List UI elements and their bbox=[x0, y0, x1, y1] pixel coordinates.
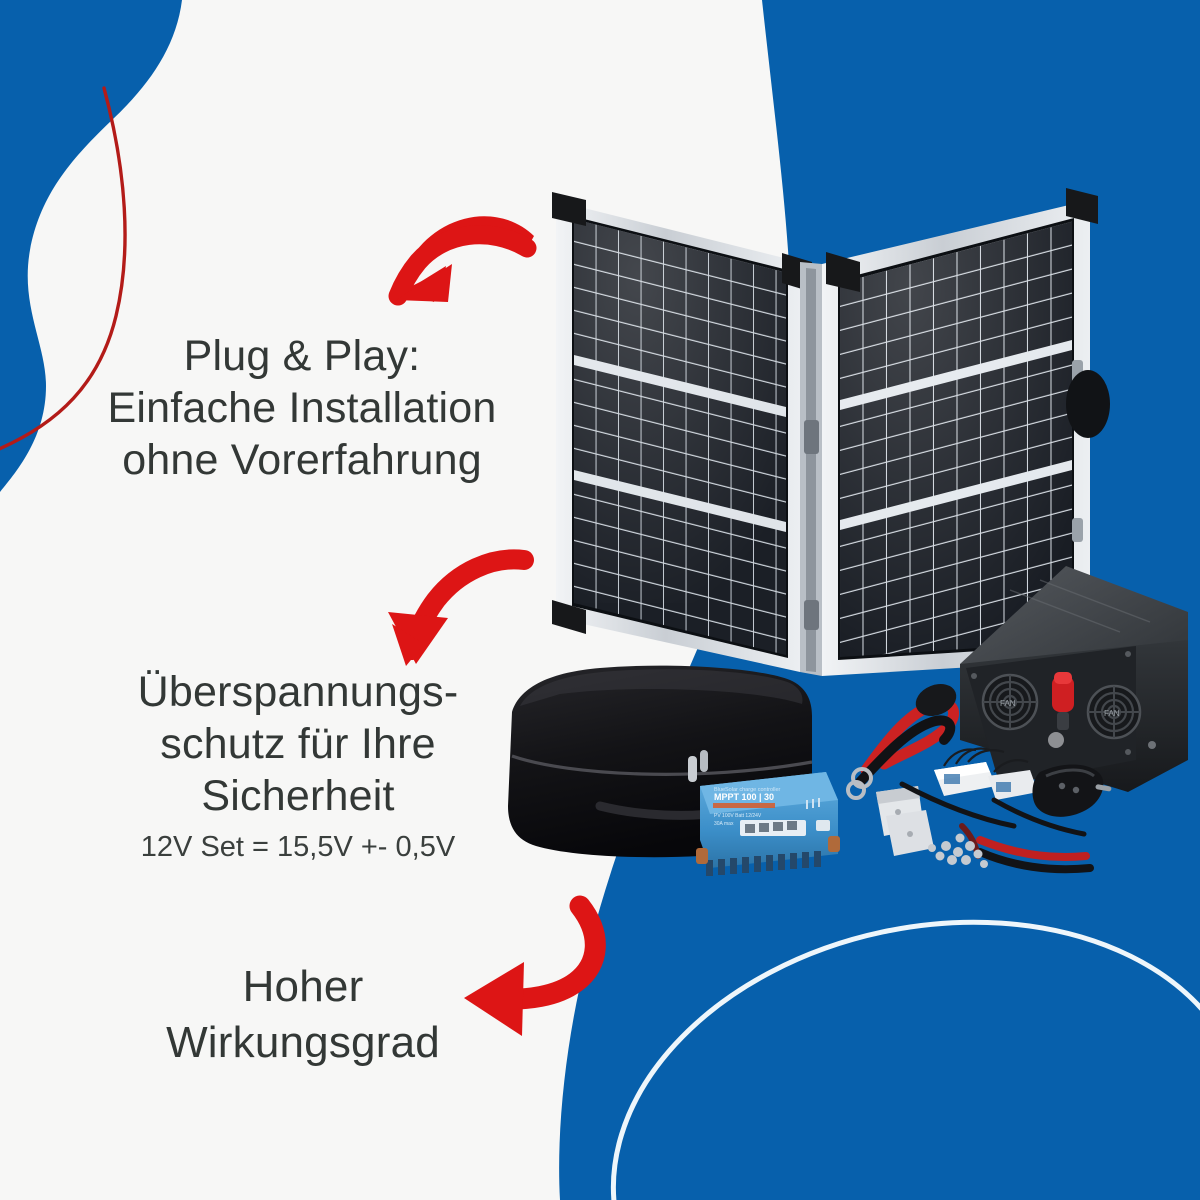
solar-panel-right-wing bbox=[822, 188, 1110, 676]
feature-2-line-1: Überspannungs- bbox=[137, 668, 459, 716]
feature-3-line-2: Wirkungsgrad bbox=[166, 1018, 440, 1067]
zipper-pull bbox=[688, 750, 708, 782]
red-terminal bbox=[1052, 672, 1074, 730]
mounting-blocks bbox=[934, 747, 1038, 800]
feature-block-plug-and-play: Plug & Play: Einfache Installation ohne … bbox=[52, 330, 552, 486]
svg-text:FAN: FAN bbox=[1104, 709, 1120, 718]
white-ellipse-decoration bbox=[610, 919, 1200, 1200]
arrow-3-icon bbox=[464, 895, 606, 1036]
remote-fob bbox=[1032, 764, 1112, 817]
blue-blob-top-left bbox=[0, 0, 182, 492]
arrow-1-icon bbox=[388, 216, 537, 306]
svg-text:30A max: 30A max bbox=[714, 821, 734, 827]
fan-grille-right: FAN bbox=[1086, 684, 1142, 740]
screws bbox=[928, 833, 988, 868]
svg-text:PV 100V Batt 12/24V: PV 100V Batt 12/24V bbox=[714, 813, 762, 819]
feature-3-line-1: Hoher bbox=[242, 962, 364, 1011]
solar-panel-hinge bbox=[800, 262, 822, 676]
metal-brackets bbox=[876, 786, 934, 856]
feature-1-line-2: Einfache Installation bbox=[107, 384, 497, 432]
svg-text:MPPT 100 | 30: MPPT 100 | 30 bbox=[714, 792, 774, 802]
inverter: FAN FAN bbox=[960, 566, 1188, 792]
feature-block-wirkungsgrad: Hoher Wirkungsgrad bbox=[118, 959, 488, 1071]
svg-text:FAN: FAN bbox=[1000, 699, 1016, 708]
feature-1-line-1: Plug & Play: bbox=[183, 332, 421, 380]
solar-panel bbox=[552, 188, 1110, 676]
cables-and-hardware bbox=[846, 684, 1112, 874]
feature-block-ueberspannungsschutz: Überspannungs- schutz für Ihre Sicherhei… bbox=[58, 666, 538, 867]
red-arc-decoration bbox=[0, 86, 127, 451]
charge-controller: BlueSolar charge controller MPPT 100 | 3… bbox=[696, 772, 840, 876]
fan-grille-left: FAN bbox=[981, 673, 1039, 731]
arrow-2-icon bbox=[388, 549, 534, 666]
feature-2-line-3: Sicherheit bbox=[201, 772, 395, 820]
feature-2-line-2: schutz für Ihre bbox=[160, 720, 436, 768]
feature-2-subtext: 12V Set = 15,5V +- 0,5V bbox=[140, 831, 456, 863]
solar-panel-left-wing bbox=[552, 192, 812, 672]
svg-text:BlueSolar charge controller: BlueSolar charge controller bbox=[714, 787, 781, 793]
feature-1-line-3: ohne Vorerfahrung bbox=[122, 436, 482, 484]
